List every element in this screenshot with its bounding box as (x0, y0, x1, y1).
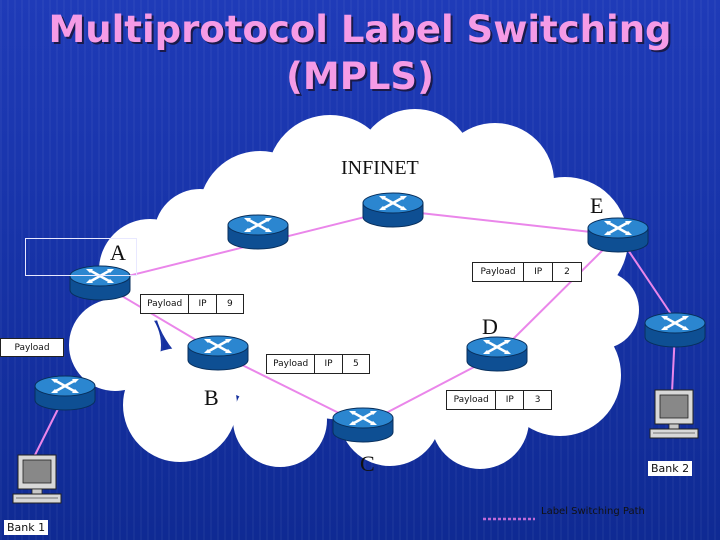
packet-label: 2 (552, 263, 581, 281)
router-icon (226, 213, 290, 251)
title-line-2: (MPLS) (286, 55, 434, 98)
packet-b: Payload IP 5 (266, 354, 370, 374)
router-label-a: A (110, 240, 126, 265)
router-label-d: D (482, 314, 498, 339)
packet-payload: Payload (14, 342, 50, 353)
slide-title: Multiprotocol Label Switching (MPLS) (40, 6, 680, 100)
title-line-1: Multiprotocol Label Switching (48, 8, 672, 51)
router-icon (643, 311, 707, 349)
packet-label: 3 (523, 391, 551, 409)
packet-entry: Payload (0, 338, 64, 357)
router-label-c: C (360, 451, 375, 476)
packet-ip: IP (523, 263, 552, 281)
packet-a: Payload IP 9 (140, 294, 244, 314)
router-c-icon (331, 406, 395, 444)
router-icon (33, 374, 97, 412)
bank-2-label: Bank 2 (648, 461, 693, 476)
packet-d: Payload IP 3 (446, 390, 552, 410)
packet-payload: Payload (480, 267, 516, 277)
packet-label: 5 (341, 355, 369, 373)
packet-ip: IP (188, 295, 215, 313)
bank-1-label: Bank 1 (4, 520, 49, 535)
network-label: INFINET (341, 157, 419, 179)
router-label-b: B (204, 385, 219, 410)
packet-payload: Payload (147, 299, 183, 309)
packet-e: Payload IP 2 (472, 262, 582, 282)
router-icon (361, 191, 425, 229)
router-label-e: E (590, 193, 604, 218)
packet-payload: Payload (453, 395, 489, 405)
packet-label: 9 (215, 295, 243, 313)
packet-ip: IP (314, 355, 341, 373)
legend-label: Label Switching Path (541, 506, 645, 517)
blank-box (25, 238, 137, 276)
router-d-icon (465, 335, 529, 373)
router-b-icon (186, 334, 250, 372)
computer-icon (12, 454, 62, 504)
router-e-icon (586, 216, 650, 254)
computer-icon (649, 389, 699, 439)
packet-payload: Payload (273, 359, 309, 369)
packet-ip: IP (495, 391, 523, 409)
